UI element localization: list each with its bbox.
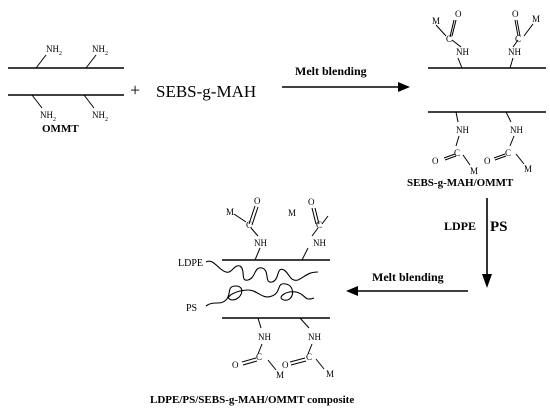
- atom-nh: NH: [258, 332, 271, 342]
- reagent-label: SEBS-g-MAH: [156, 82, 256, 101]
- atom-nh: NH: [313, 238, 326, 248]
- atom-o: O: [282, 360, 289, 370]
- atom-m: M: [524, 164, 532, 174]
- atom-c: C: [446, 34, 452, 44]
- atom-nh: NH: [308, 332, 321, 342]
- melt-blending-label: Melt blending: [295, 64, 367, 78]
- atom-c: C: [246, 220, 252, 230]
- atom-m: M: [470, 166, 478, 176]
- atom-nh: NH: [508, 47, 521, 57]
- amine-label: NH2: [92, 44, 108, 57]
- atom-m: M: [326, 369, 334, 379]
- atom-nh: NH: [254, 238, 267, 248]
- atom-m: M: [276, 370, 284, 380]
- atom-c: C: [306, 352, 312, 362]
- amine-label: NH2: [40, 110, 56, 123]
- amine-label: NH2: [92, 110, 108, 123]
- atom-o: O: [512, 9, 519, 19]
- atom-c: C: [454, 148, 460, 158]
- atom-o: O: [484, 156, 491, 166]
- amine-label: NH2: [46, 44, 62, 57]
- atom-c: C: [256, 352, 262, 362]
- ldpe-chain-label: LDPE: [178, 258, 203, 269]
- melt-blending-label-2: Melt blending: [372, 270, 444, 284]
- atom-o: O: [432, 156, 439, 166]
- ldpe-step-label: LDPE: [444, 219, 476, 233]
- atom-nh: NH: [510, 125, 523, 135]
- ps-step-label: PS: [490, 219, 508, 235]
- product-label: SEBS-g-MAH/OMMT: [407, 177, 514, 189]
- atom-m: M: [226, 207, 234, 217]
- atom-m: M: [532, 14, 540, 24]
- plus-sign: +: [130, 80, 140, 100]
- atom-nh: NH: [456, 47, 469, 57]
- atom-o: O: [232, 360, 239, 370]
- atom-o: O: [455, 9, 462, 19]
- atom-nh: NH: [456, 125, 469, 135]
- atom-o: O: [308, 197, 315, 207]
- ps-chain: [205, 283, 315, 307]
- composite-label: LDPE/PS/SEBS-g-MAH/OMMT composite: [150, 394, 354, 406]
- atom-c: C: [515, 34, 521, 44]
- ldpe-chain: [205, 260, 319, 283]
- ommt-label: OMMT: [42, 123, 79, 135]
- atom-m: M: [288, 208, 296, 218]
- atom-c: C: [316, 220, 322, 230]
- ps-chain-label: PS: [186, 303, 197, 314]
- atom-m: M: [432, 16, 440, 26]
- atom-c: C: [505, 148, 511, 158]
- atom-o: O: [254, 196, 261, 206]
